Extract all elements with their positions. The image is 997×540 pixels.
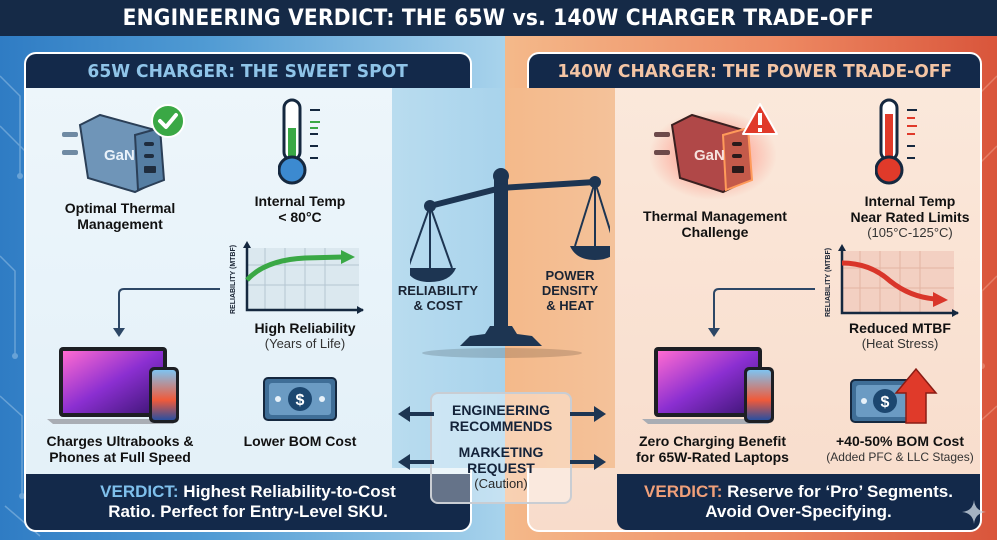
verdict-text: Reserve for ‘Pro’ Segments. — [722, 482, 953, 501]
arrows-right-icon — [570, 406, 606, 470]
sparkle-icon — [962, 500, 986, 524]
center-right-strip — [505, 88, 615, 468]
devices-line1: Charges Ultrabooks & — [46, 433, 194, 449]
chart-subtitle: (Years of Life) — [264, 336, 346, 351]
banknote-cost-up-icon: $ — [850, 367, 938, 424]
devices-line2: for 65W-Rated Laptops — [636, 449, 789, 465]
verdict-140w-line1: VERDICT: Reserve for ‘Pro’ Segments. — [644, 482, 953, 502]
banknote-icon: $ — [263, 377, 337, 421]
balance-scale-icon — [410, 168, 610, 358]
scale-left-line2: & COST — [413, 298, 463, 313]
svg-text:$: $ — [881, 394, 890, 411]
thermal-challenge-caption: Thermal Management Challenge — [630, 208, 800, 240]
thermal-caption-line1: Thermal Management — [643, 208, 787, 224]
page-title: ENGINEERING VERDICT: THE 65W vs. 140W CH… — [122, 5, 875, 31]
center-left-strip — [392, 88, 505, 468]
internal-temp-65w: Internal Temp < 80°C — [235, 193, 365, 225]
svg-text:GaN: GaN — [694, 147, 725, 164]
title-bar: ENGINEERING VERDICT: THE 65W vs. 140W CH… — [0, 0, 997, 36]
temp-label: Internal Temp — [864, 193, 956, 209]
verdict-65w-line2: Ratio. Perfect for Entry-Level SKU. — [108, 502, 388, 521]
scale-right-line2: DENSITY — [541, 283, 599, 298]
reliability-chart-rising: RELIABILITY (MTBF) — [230, 241, 364, 314]
high-reliability-caption: High Reliability (Years of Life) — [240, 320, 370, 352]
bom-cost-note: (Added PFC & LLC Stages) — [826, 450, 974, 464]
temp-value: < 80°C — [278, 209, 322, 225]
verdict-text: Highest Reliability-to-Cost — [178, 482, 396, 501]
panel-65w-header: 65W CHARGER: THE SWEET SPOT — [26, 54, 470, 88]
reliability-chart-falling: RELIABILITY (MTBF) — [825, 244, 959, 317]
scale-right-line3: & HEAT — [546, 298, 594, 313]
charges-full-speed-caption: Charges Ultrabooks & Phones at Full Spee… — [35, 433, 205, 465]
reduced-mtbf-caption: Reduced MTBF (Heat Stress) — [830, 320, 970, 352]
laptop-phone-icon — [47, 347, 179, 424]
lower-bom-caption: Lower BOM Cost — [243, 433, 357, 449]
verdict-65w-line1: VERDICT: Highest Reliability-to-Cost — [100, 482, 396, 502]
scale-right-line1: POWER — [545, 268, 595, 283]
arrows-left-icon — [398, 406, 434, 470]
thermometer-green-icon — [278, 98, 320, 185]
gan-charger-65w-icon: GaN — [62, 113, 166, 194]
panel-65w-title: 65W CHARGER: THE SWEET SPOT — [87, 60, 409, 82]
marketing-line2: REQUEST — [467, 460, 535, 476]
svg-text:RELIABILITY (MTBF): RELIABILITY (MTBF) — [825, 248, 832, 317]
verdict-key: VERDICT: — [644, 482, 723, 501]
verdict-140w: VERDICT: Reserve for ‘Pro’ Segments. Avo… — [617, 474, 980, 530]
marketing-note: (Caution) — [474, 476, 528, 491]
devices-line1: Zero Charging Benefit — [638, 433, 786, 449]
scale-label-power-heat: POWER DENSITY & HEAT — [530, 268, 610, 313]
flow-arrow-right-icon — [708, 288, 815, 337]
zero-benefit-caption: Zero Charging Benefit for 65W-Rated Lapt… — [625, 433, 800, 465]
warning-triangle-icon — [742, 103, 778, 135]
chart-title: High Reliability — [254, 320, 356, 336]
thermometer-red-icon — [875, 98, 917, 185]
svg-text:RELIABILITY (MTBF): RELIABILITY (MTBF) — [230, 245, 237, 314]
temp-range: (105°C-125°C) — [867, 225, 953, 240]
chart-title: Reduced MTBF — [849, 320, 951, 336]
devices-line2: Phones at Full Speed — [49, 449, 191, 465]
thermal-caption-line2: Challenge — [681, 224, 749, 240]
flow-arrow-left-icon — [113, 288, 220, 337]
temp-limit: Near Rated Limits — [850, 209, 970, 225]
decision-box: ENGINEERING RECOMMENDS MARKETING REQUEST… — [430, 392, 572, 504]
panel-140w-header: 140W CHARGER: THE POWER TRADE-OFF — [529, 54, 980, 88]
svg-text:$: $ — [296, 392, 305, 409]
engineering-line1: ENGINEERING — [451, 402, 550, 418]
svg-text:GaN: GaN — [104, 147, 135, 164]
temp-label: Internal Temp — [254, 193, 346, 209]
engineering-line2: RECOMMENDS — [449, 418, 553, 434]
marketing-line1: MARKETING — [458, 444, 544, 460]
scale-left-line1: RELIABILITY — [397, 283, 479, 298]
chart-subtitle: (Heat Stress) — [861, 336, 939, 351]
verdict-key: VERDICT: — [100, 482, 179, 501]
verdict-65w: VERDICT: Highest Reliability-to-Cost Rat… — [26, 474, 470, 530]
verdict-140w-line2: Avoid Over-Specifying. — [705, 502, 892, 521]
internal-temp-140w: Internal Temp Near Rated Limits (105°C-1… — [835, 193, 985, 241]
bom-increase-caption: +40-50% BOM Cost (Added PFC & LLC Stages… — [815, 433, 985, 465]
bom-cost-label: +40-50% BOM Cost — [836, 433, 964, 449]
panel-140w-title: 140W CHARGER: THE POWER TRADE-OFF — [557, 60, 952, 82]
laptop-phone-140w-icon — [642, 347, 774, 424]
optimal-thermal-caption: Optimal Thermal Management — [64, 200, 176, 232]
scale-label-reliability-cost: RELIABILITY & COST — [393, 283, 483, 313]
check-badge-icon — [151, 104, 185, 138]
